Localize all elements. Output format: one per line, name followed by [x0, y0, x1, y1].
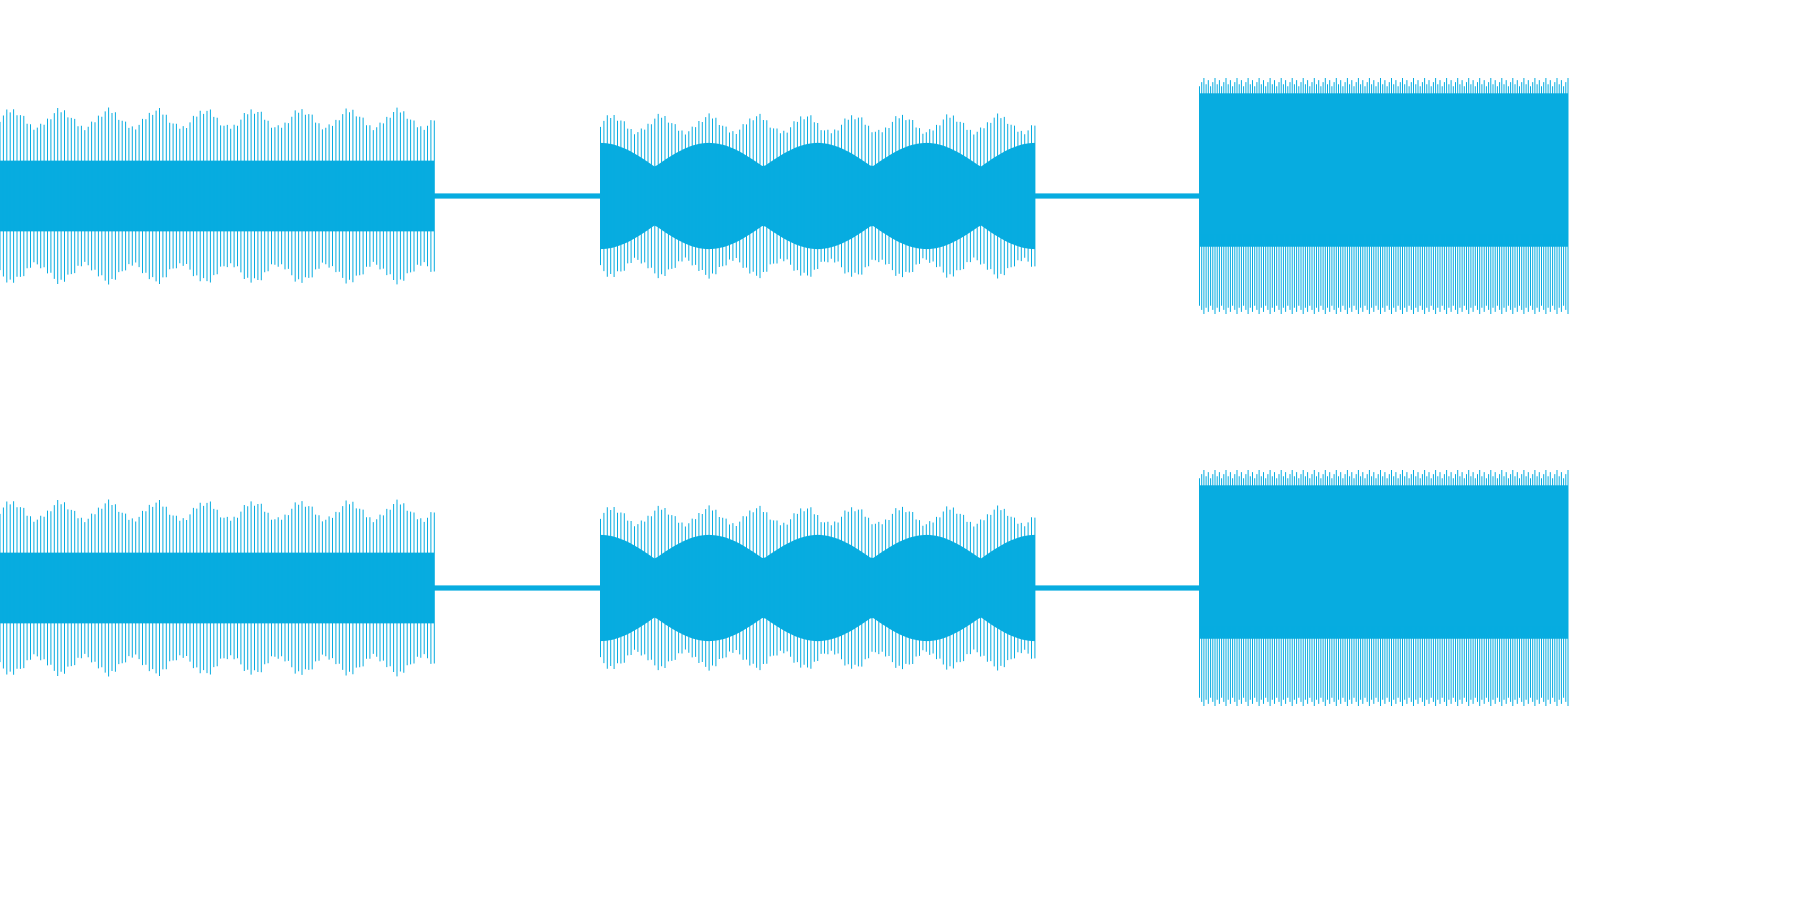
waveform-tone-samples — [600, 113, 1036, 279]
waveform-tone-samples — [600, 505, 1036, 671]
waveform-silence-segment — [1034, 585, 1200, 591]
waveform-tone-block — [1199, 93, 1568, 235]
waveform-tone-block — [1199, 485, 1568, 627]
waveform-silence-segment — [434, 585, 601, 591]
waveform-channel-lower — [0, 470, 1569, 706]
waveform-tone-samples — [0, 107, 435, 285]
waveform-silence-segment — [1034, 193, 1200, 199]
waveform-tone-samples — [0, 499, 435, 677]
waveform-silence-segment — [434, 193, 601, 199]
waveform-channel-upper — [0, 78, 1569, 314]
